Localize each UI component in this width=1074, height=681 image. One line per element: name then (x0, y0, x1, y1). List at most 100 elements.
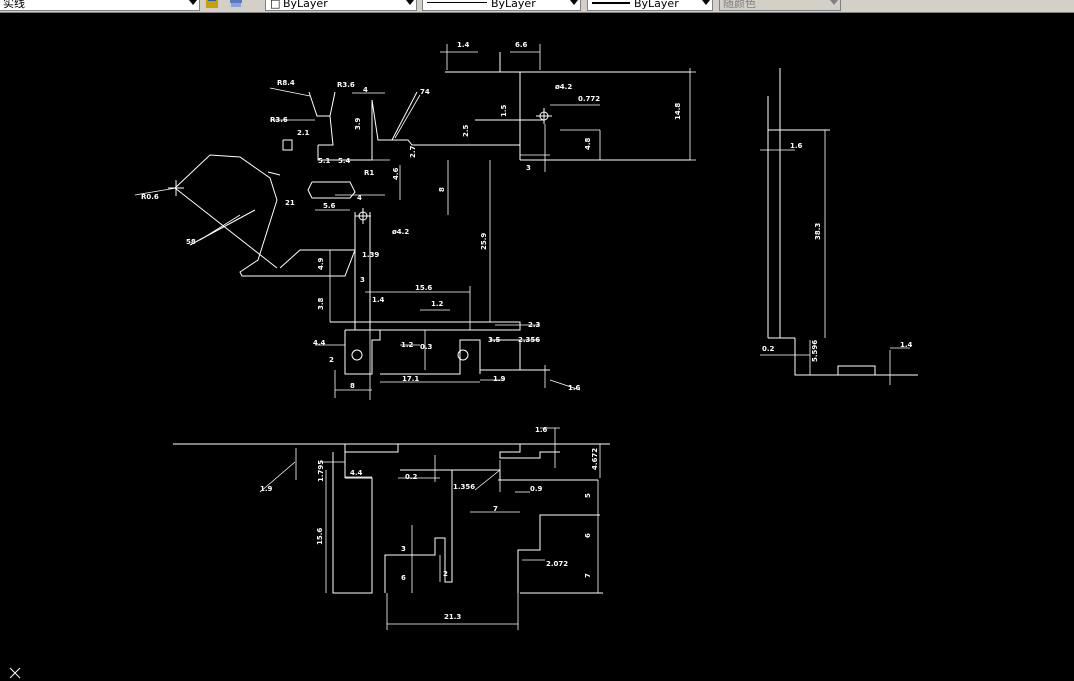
svg-text:8: 8 (350, 382, 355, 390)
svg-text:17.1: 17.1 (402, 375, 419, 383)
layer-previous-icon[interactable] (229, 0, 243, 9)
svg-text:5.6: 5.6 (323, 202, 336, 210)
color-dropdown[interactable]: □ ByLayer (265, 0, 417, 11)
svg-text:8: 8 (438, 187, 446, 192)
svg-text:2.356: 2.356 (518, 336, 540, 344)
svg-text:0.772: 0.772 (578, 95, 600, 103)
chevron-down-icon (570, 0, 578, 5)
part-c-outline (173, 443, 610, 594)
part-a-dim-text: 1.4 6.6 14.8 0.772 ø4.2 74 R8.4 R3.6 R3.… (141, 41, 682, 392)
drawing-canvas[interactable]: 1.4 6.6 14.8 0.772 ø4.2 74 R8.4 R3.6 R3.… (0, 12, 1074, 681)
svg-text:15.6: 15.6 (415, 284, 432, 292)
svg-text:R0.6: R0.6 (141, 193, 159, 201)
svg-text:0.3: 0.3 (420, 343, 433, 351)
svg-text:1.4: 1.4 (372, 296, 385, 304)
svg-text:1.795: 1.795 (317, 460, 325, 482)
chevron-down-icon (702, 0, 710, 5)
svg-text:5: 5 (584, 493, 592, 498)
svg-text:21: 21 (285, 199, 295, 207)
svg-text:4.4: 4.4 (350, 469, 363, 477)
svg-text:4.672: 4.672 (591, 448, 599, 470)
svg-text:5.596: 5.596 (811, 340, 819, 362)
layer-dropdown-label: 实线 (3, 0, 25, 10)
svg-text:R1: R1 (364, 169, 374, 177)
svg-text:1.6: 1.6 (535, 426, 548, 434)
svg-text:4: 4 (363, 86, 368, 94)
lineweight-dropdown[interactable]: ByLayer (587, 0, 713, 11)
svg-text:7: 7 (493, 505, 498, 513)
svg-text:38.3: 38.3 (814, 223, 822, 240)
svg-text:2: 2 (329, 356, 334, 364)
svg-text:1.4: 1.4 (900, 341, 913, 349)
svg-text:ø4.2: ø4.2 (555, 83, 572, 91)
properties-toolbar: 实线 □ ByLayer ByLayer ByLayer 随颜色 (0, 0, 1074, 13)
svg-text:3: 3 (526, 164, 531, 172)
chevron-down-icon (830, 0, 838, 5)
svg-text:3.9: 3.9 (354, 117, 362, 130)
svg-text:4.6: 4.6 (392, 167, 400, 180)
svg-text:1.356: 1.356 (453, 483, 475, 491)
plotstyle-dropdown-label: 随颜色 (723, 0, 756, 10)
svg-text:0.2: 0.2 (762, 345, 775, 353)
svg-text:R8.4: R8.4 (277, 79, 295, 87)
svg-text:4: 4 (357, 194, 362, 202)
part-b-dim-text: 1.6 38.3 0.2 1.4 5.596 (762, 142, 913, 362)
svg-text:21.3: 21.3 (444, 613, 461, 621)
svg-text:6.6: 6.6 (515, 41, 528, 49)
plotstyle-dropdown[interactable]: 随颜色 (719, 0, 841, 11)
lineweight-dropdown-label: ByLayer (634, 0, 679, 10)
part-b-dim-lines (760, 130, 910, 385)
svg-text:1.9: 1.9 (493, 375, 506, 383)
svg-text:R3.6: R3.6 (337, 81, 355, 89)
part-a-outline (168, 52, 690, 375)
svg-text:14.8: 14.8 (674, 103, 682, 120)
svg-text:1.39: 1.39 (362, 251, 379, 259)
svg-text:0.9: 0.9 (530, 485, 543, 493)
part-c-dim-lines (259, 427, 601, 630)
svg-text:ø4.2: ø4.2 (392, 228, 409, 236)
lineweight-sample (592, 2, 630, 4)
svg-text:4.4: 4.4 (313, 339, 326, 347)
svg-text:R3.6: R3.6 (270, 116, 288, 124)
svg-text:1.6: 1.6 (790, 142, 803, 150)
svg-text:4.9: 4.9 (317, 257, 325, 270)
svg-text:3.8: 3.8 (317, 297, 325, 310)
linetype-dropdown-label: ByLayer (491, 0, 536, 10)
svg-text:15.6: 15.6 (316, 528, 324, 545)
svg-text:7: 7 (584, 573, 592, 578)
svg-text:2.1: 2.1 (297, 129, 310, 137)
linetype-sample (427, 2, 487, 3)
svg-text:1.2: 1.2 (401, 341, 414, 349)
svg-text:2.5: 2.5 (462, 124, 470, 137)
layer-state-icon[interactable] (205, 0, 219, 9)
svg-text:1.6: 1.6 (568, 384, 581, 392)
svg-text:2.072: 2.072 (546, 560, 568, 568)
svg-text:74: 74 (420, 88, 430, 96)
svg-text:25.9: 25.9 (480, 233, 488, 250)
part-c-dim-text: 1.6 4.672 1.9 1.795 4.4 0.2 1.356 0.9 5 … (260, 426, 599, 621)
svg-text:3: 3 (360, 276, 365, 284)
svg-text:3: 3 (401, 545, 406, 553)
svg-text:1.4: 1.4 (457, 41, 470, 49)
chevron-down-icon (189, 0, 197, 5)
layer-dropdown[interactable]: 实线 (0, 0, 200, 11)
crosshair-cursor-icon (9, 667, 21, 679)
svg-text:6: 6 (401, 574, 406, 582)
chevron-down-icon (406, 0, 414, 5)
svg-text:5.1: 5.1 (318, 157, 331, 165)
color-swatch-icon: □ (270, 0, 281, 10)
svg-text:2: 2 (443, 570, 448, 578)
part-b-outline (767, 68, 918, 376)
svg-text:1.9: 1.9 (260, 485, 273, 493)
svg-text:58: 58 (186, 238, 196, 246)
linetype-dropdown[interactable]: ByLayer (422, 0, 581, 11)
svg-text:1.2: 1.2 (431, 300, 444, 308)
color-dropdown-label: ByLayer (283, 0, 328, 10)
svg-text:5.4: 5.4 (338, 157, 351, 165)
svg-text:6: 6 (584, 533, 592, 538)
svg-text:1.5: 1.5 (500, 104, 508, 117)
svg-text:3.5: 3.5 (488, 336, 501, 344)
part-a-dim-lines (134, 44, 696, 400)
svg-text:0.2: 0.2 (405, 473, 418, 481)
svg-text:2.7: 2.7 (409, 145, 417, 158)
